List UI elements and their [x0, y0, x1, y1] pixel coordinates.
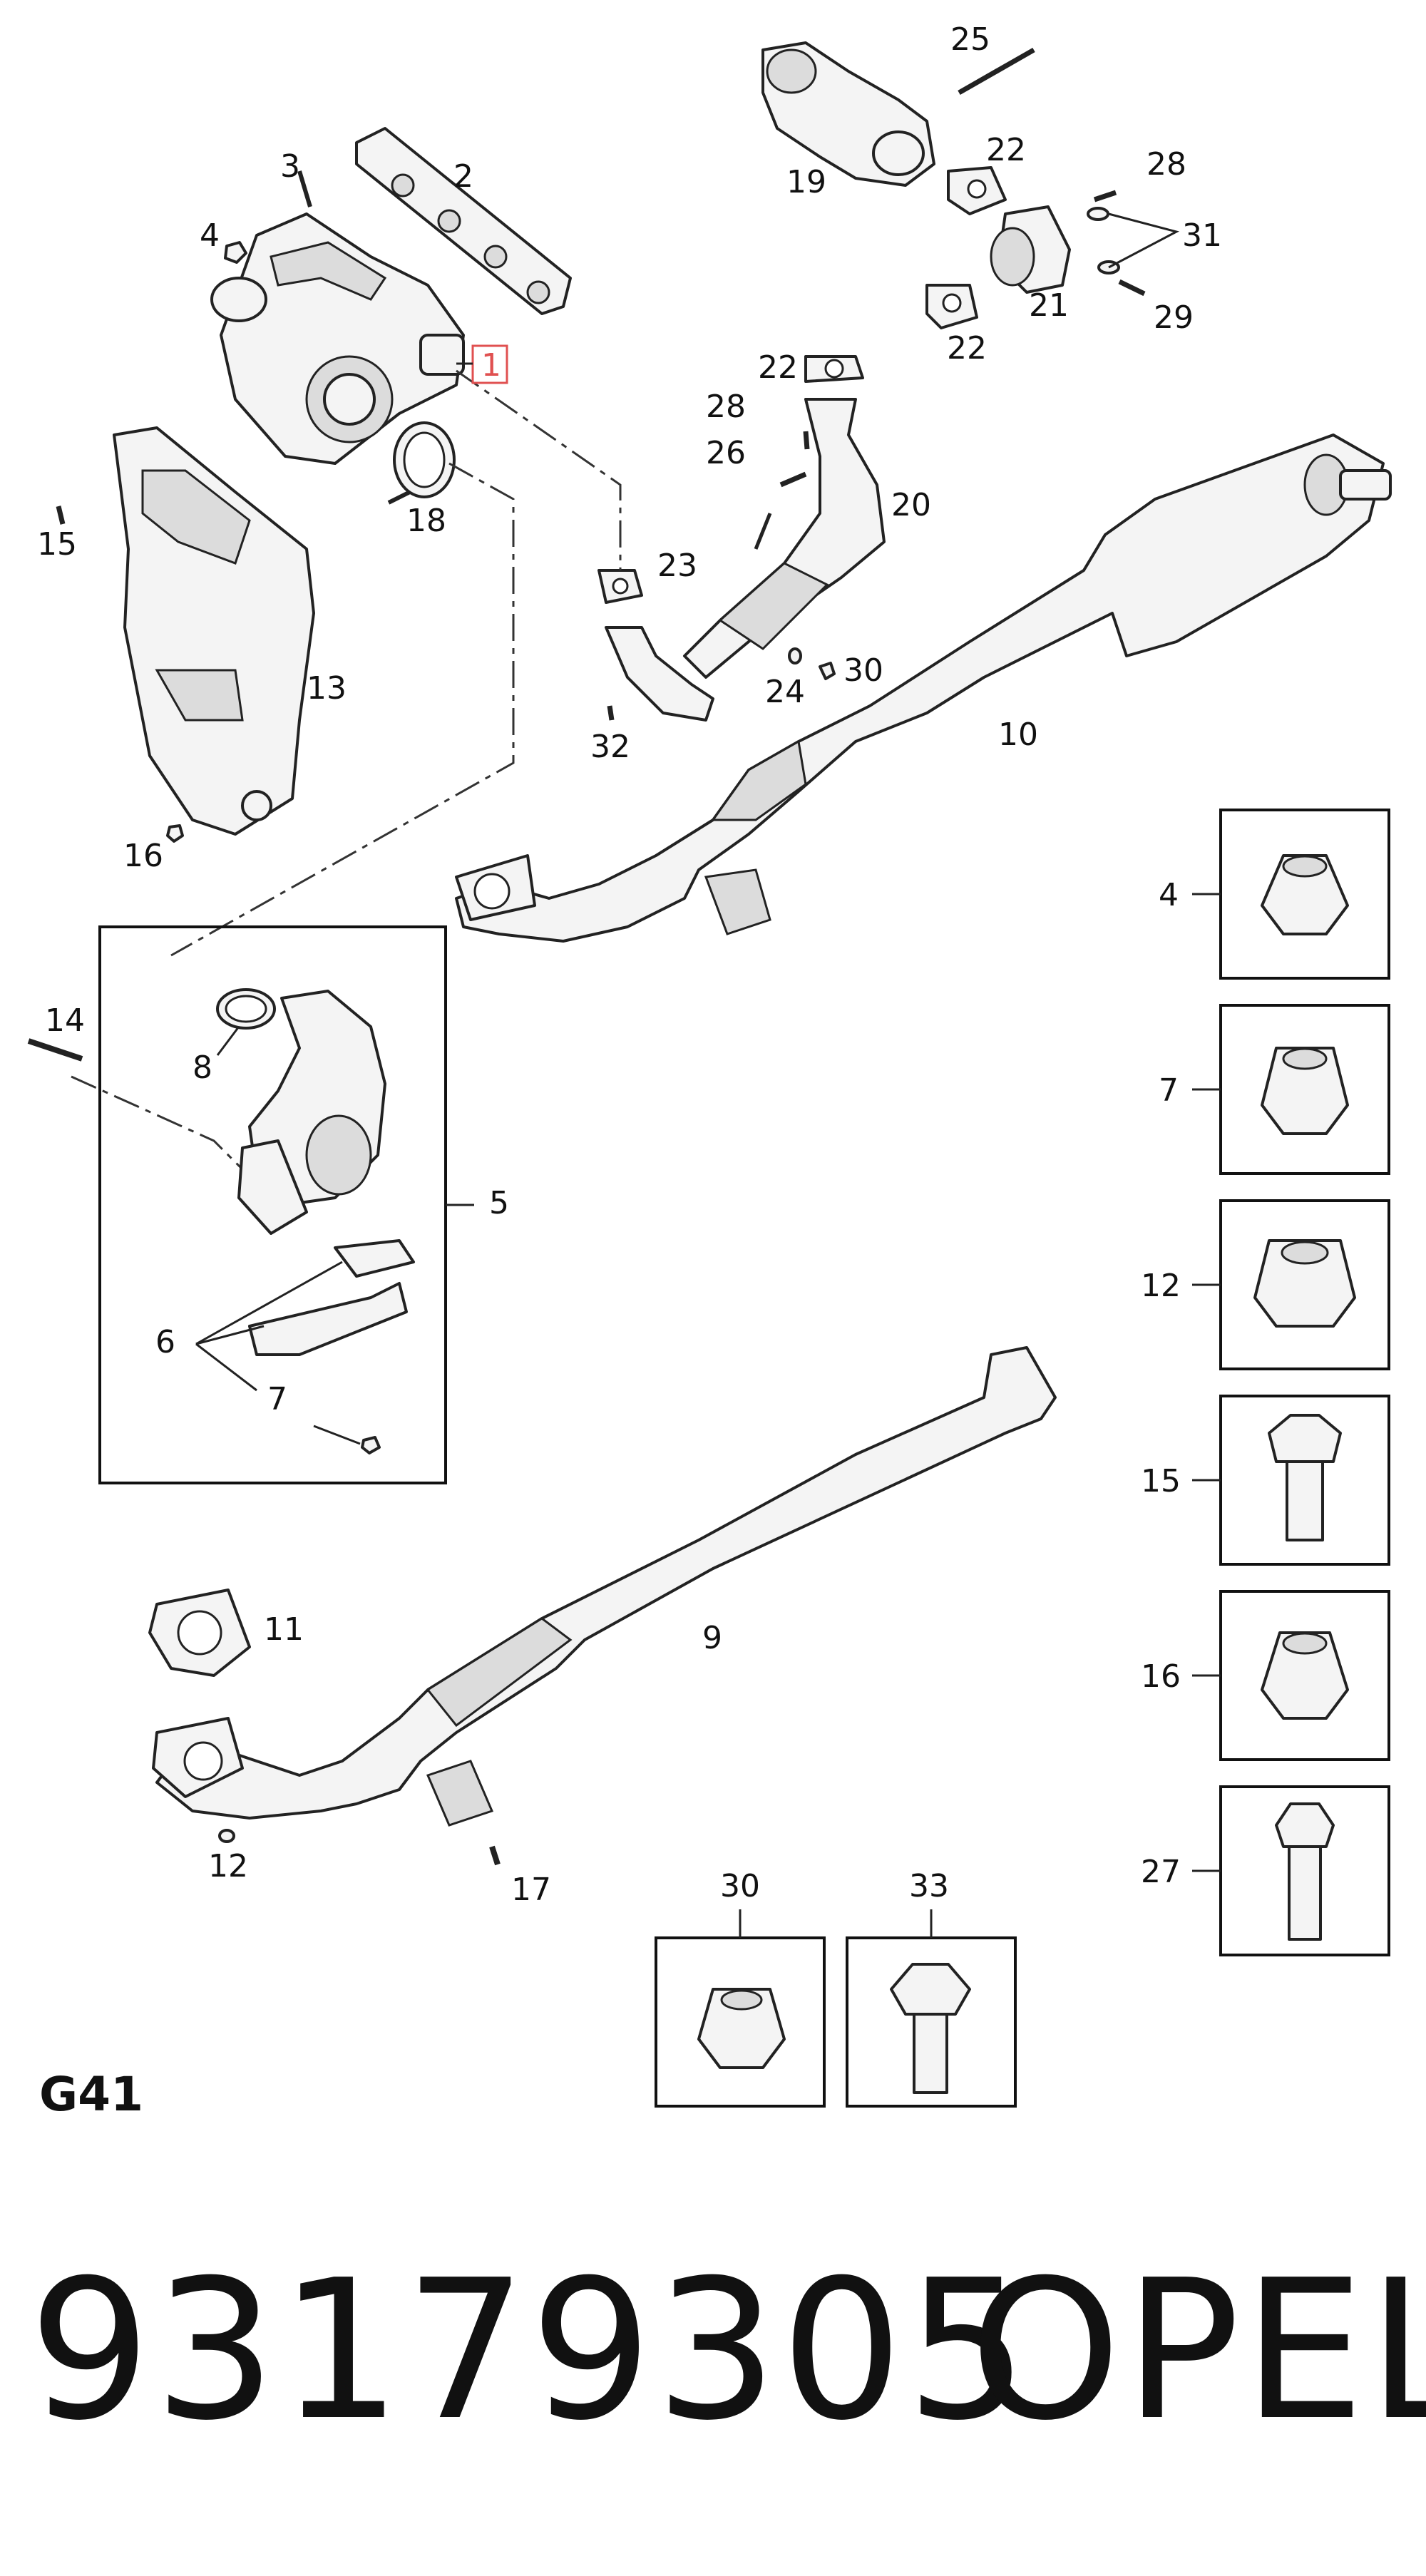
- callout-3: 3: [280, 148, 300, 185]
- legend-item-7: 7: [1159, 1004, 1390, 1175]
- legend-item-30: 30: [655, 1868, 826, 2108]
- egr-cooler-20: [683, 398, 886, 679]
- legend-item-15: 15: [1141, 1395, 1390, 1566]
- callout-32: 32: [590, 729, 630, 765]
- callout-24: 24: [765, 674, 805, 710]
- callout-31: 31: [1182, 217, 1222, 254]
- bolt-26: [779, 471, 807, 488]
- callout-20: 20: [891, 487, 931, 523]
- legend-label-7: 7: [1159, 1072, 1179, 1109]
- bolt-14: [27, 1038, 83, 1062]
- legend-label-16: 16: [1141, 1658, 1181, 1695]
- callout-18: 18: [406, 503, 446, 539]
- callout-29: 29: [1154, 299, 1194, 336]
- heat-shield-13: [113, 426, 315, 836]
- callout-11: 11: [264, 1611, 304, 1648]
- callout-25: 25: [950, 21, 990, 58]
- gasket-22-egr: [947, 166, 1007, 215]
- legend-label-4: 4: [1159, 877, 1179, 913]
- callouts: 1 2 3 4 5 6 7 8 9 10 11 12 13 14 15 16 1…: [37, 21, 1222, 1908]
- legend-label-33: 33: [909, 1868, 949, 1904]
- callout-28: 28: [706, 389, 746, 425]
- gasket-22-lower: [925, 284, 978, 329]
- nut-7-group: [313, 1425, 381, 1454]
- bolt-28: [1093, 190, 1117, 202]
- oring-8: [216, 988, 276, 1030]
- brand-name: OPEL: [970, 2238, 1426, 2463]
- fastener-legend: 4 7 12 15 16: [655, 809, 1390, 2108]
- nut-24: [788, 647, 802, 664]
- callout-8: 8: [193, 1050, 212, 1086]
- intermediate-pipe-9: [152, 1346, 1057, 1827]
- bolt-25: [958, 47, 1035, 96]
- legend-item-27: 27: [1141, 1785, 1390, 1956]
- legend-item-16: 16: [1141, 1590, 1390, 1761]
- legend-item-33: 33: [846, 1868, 1017, 2108]
- legend-label-27: 27: [1141, 1854, 1181, 1890]
- callout-12: 12: [208, 1848, 248, 1884]
- callout-2: 2: [453, 158, 473, 195]
- legend-label-12: 12: [1141, 1268, 1181, 1304]
- gasket-23: [597, 569, 643, 604]
- nut-4: [224, 241, 247, 264]
- legend-label-15: 15: [1141, 1463, 1181, 1499]
- callout-16: 16: [123, 838, 163, 874]
- callout-22-cooler: 22: [758, 349, 798, 386]
- callout-26: 26: [706, 435, 746, 471]
- bolt-28-cooler: [803, 431, 810, 450]
- legend-item-4: 4: [1159, 809, 1390, 980]
- callout-17: 17: [511, 1872, 551, 1908]
- nut-12-pipe: [218, 1829, 235, 1843]
- diagram-code: G41: [39, 2067, 143, 2122]
- callout-7: 7: [267, 1381, 287, 1417]
- callout-1: 1: [481, 347, 501, 384]
- callout-22-egr: 22: [986, 132, 1026, 168]
- washer-31: [1087, 207, 1180, 274]
- callout-14: 14: [45, 1002, 85, 1039]
- egr-valve-19: [761, 41, 935, 187]
- egr-pipe-23: [605, 626, 714, 722]
- front-pipe-10: [455, 433, 1392, 943]
- nut-30-cooler: [819, 662, 836, 680]
- bolt-17: [489, 1845, 501, 1866]
- callout-9: 9: [702, 1620, 722, 1656]
- callout-13: 13: [307, 670, 347, 707]
- pipe-21: [990, 205, 1071, 294]
- bolt-32: [607, 705, 615, 721]
- clamp-18: [387, 421, 456, 505]
- bolt-15: [56, 506, 66, 525]
- callout-10: 10: [998, 717, 1038, 753]
- catalytic-converter-group-5: [98, 925, 474, 1484]
- nut-16: [166, 824, 184, 843]
- callout-22-lower: 22: [947, 330, 987, 366]
- callout-19: 19: [786, 164, 826, 200]
- callout-23: 23: [657, 548, 697, 584]
- turbocharger-manifold: [210, 212, 465, 465]
- callout-28-egr: 28: [1147, 146, 1186, 183]
- gasket-11: [148, 1589, 251, 1677]
- legend-item-12: 12: [1141, 1199, 1390, 1370]
- stud-3: [297, 170, 312, 207]
- gasket-22-cooler: [804, 355, 864, 383]
- callout-15: 15: [37, 526, 77, 563]
- bolt-29: [1118, 279, 1146, 297]
- callout-6: 6: [155, 1324, 175, 1360]
- manifold-gasket: [355, 127, 572, 315]
- part-number: 93179305: [29, 2238, 1031, 2463]
- callout-21: 21: [1029, 287, 1069, 324]
- callout-5: 5: [489, 1185, 509, 1221]
- callout-30: 30: [843, 652, 883, 689]
- bracket-6: [195, 1239, 415, 1392]
- catalytic-converter-5: [237, 990, 386, 1235]
- legend-label-30: 30: [720, 1868, 760, 1904]
- callout-4: 4: [200, 217, 220, 254]
